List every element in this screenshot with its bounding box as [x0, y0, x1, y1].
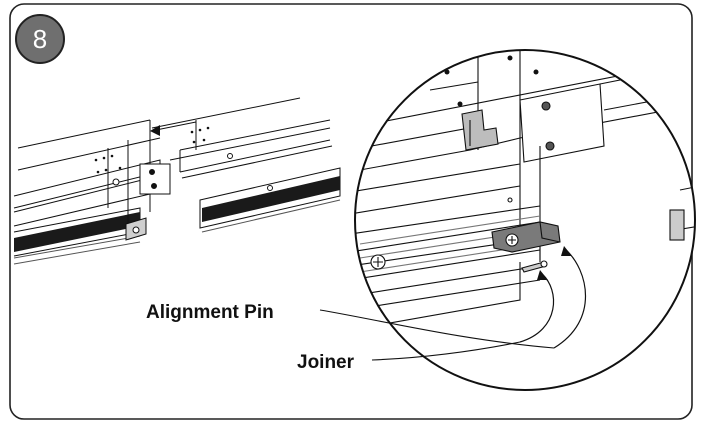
slide-arrow [150, 121, 197, 136]
rail-overview [13, 97, 341, 265]
rail-clip [461, 109, 499, 151]
alignment-pin-leader [319, 309, 555, 349]
joiner-label: Joiner [297, 352, 355, 373]
right-rail-teeth [202, 176, 340, 222]
zoom-detail-view [354, 49, 696, 391]
alignment-pin-label: Alignment Pin [146, 302, 274, 323]
callout-arrows [519, 246, 587, 349]
step-badge-circle [15, 14, 65, 64]
left-rail-teeth [14, 212, 140, 252]
joint-bracket-plate [519, 83, 605, 163]
zoom-circle-border [354, 49, 696, 391]
pin-arc-arrow [553, 249, 587, 349]
right-rail-section [151, 97, 341, 233]
step-badge: 8 [15, 14, 65, 64]
left-rail-section [13, 119, 171, 265]
leader-lines [319, 309, 555, 361]
left-joint-bracket [139, 163, 171, 195]
joiner-leader [371, 341, 521, 361]
step-number: 8 [33, 24, 47, 54]
